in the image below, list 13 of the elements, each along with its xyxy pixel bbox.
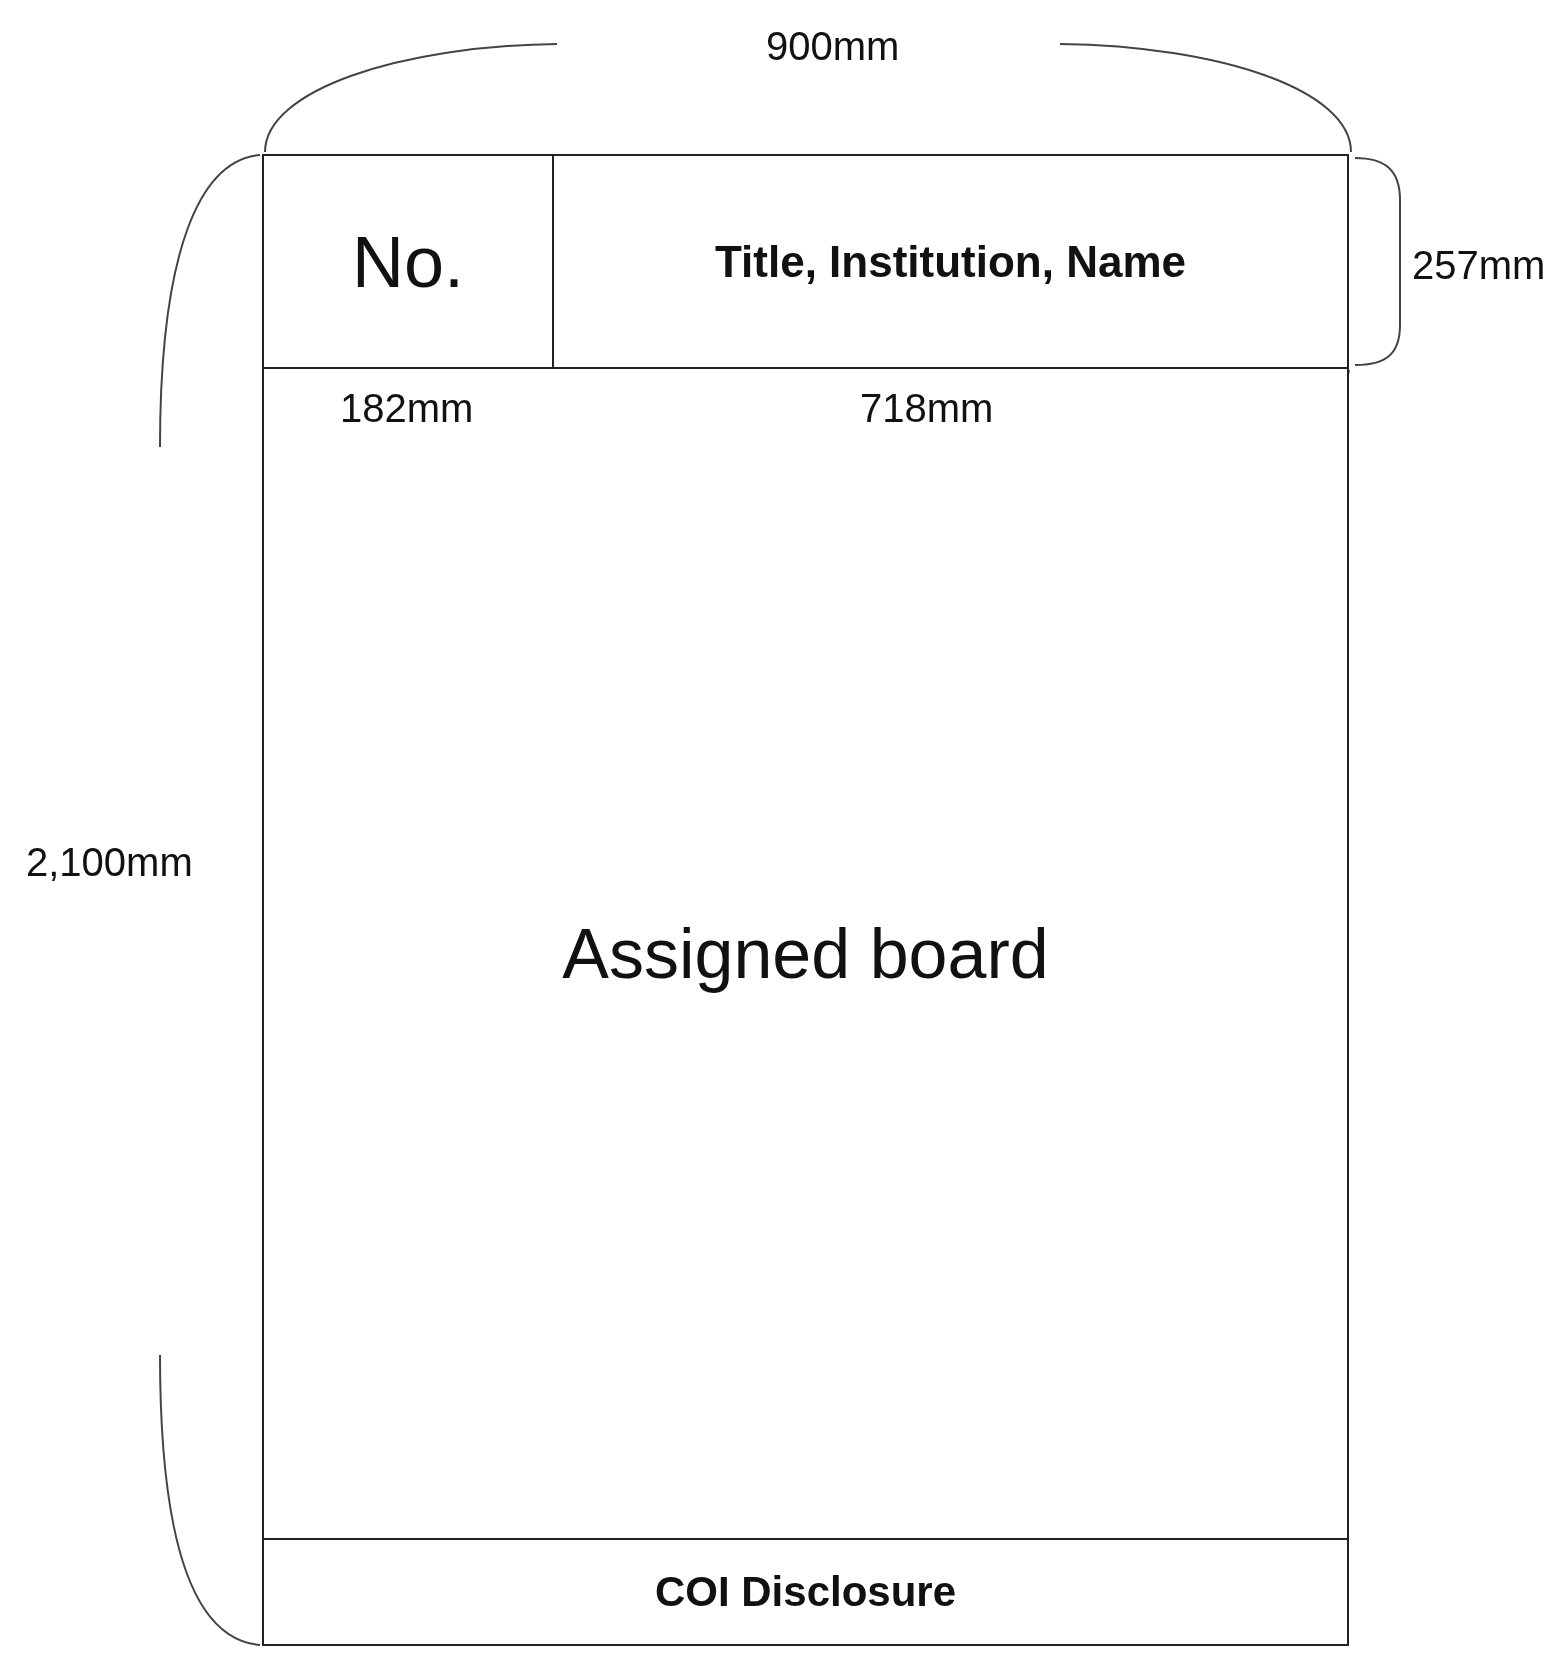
dimension-label: 2,100mm [26, 842, 193, 882]
number-cell [262, 154, 554, 369]
dimension-label: 257mm [1412, 245, 1546, 285]
dimension-label: 900mm [766, 26, 900, 66]
dimension-label: 182mm [340, 388, 474, 428]
board-text: Assigned board [562, 913, 1049, 994]
dimension-label: 718mm [860, 388, 994, 428]
title-cell [552, 154, 1349, 369]
disclosure-cell [262, 1538, 1349, 1646]
board-area [262, 367, 1349, 1540]
cell-text: No. [351, 220, 464, 303]
header-text: Title, Institution, Name [715, 236, 1186, 287]
disclosure-text: COI Disclosure [654, 1568, 957, 1616]
